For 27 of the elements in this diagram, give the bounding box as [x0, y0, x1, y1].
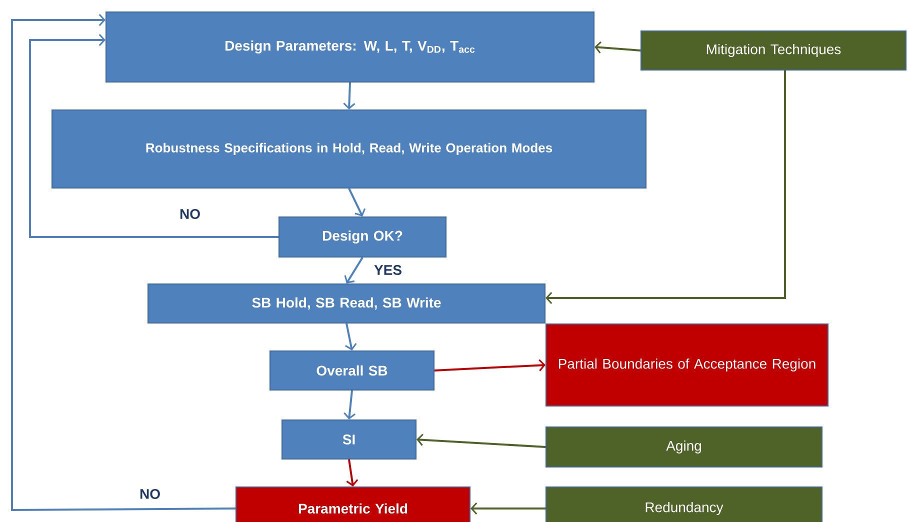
edge-label: YES	[373, 264, 404, 276]
arrow	[434, 359, 546, 372]
arrow	[343, 82, 356, 110]
process-box: Overall SB	[270, 350, 434, 390]
edge-label: NO	[178, 208, 202, 220]
edge-label: NO	[138, 488, 162, 500]
input-box: Mitigation Techniques	[640, 30, 906, 70]
arrow	[344, 256, 364, 284]
arrow	[470, 502, 546, 515]
arrow	[11, 14, 236, 511]
process-box: SB Hold, SB Read, SB Write	[148, 284, 546, 324]
arrow	[546, 70, 786, 304]
arrow	[346, 459, 358, 486]
output-box: Partial Boundaries of Acceptance Region	[546, 324, 828, 406]
result-box: Parametric Yield	[236, 486, 470, 522]
arrow	[594, 41, 641, 54]
process-box: SI	[282, 420, 416, 460]
input-box: Redundancy	[546, 486, 822, 522]
arrow	[416, 434, 546, 448]
input-box: Aging	[546, 426, 822, 468]
arrow	[345, 323, 357, 350]
process-box: Design Parameters: W, L, T, V$_{DD}$, T$_{acc}$	[106, 12, 594, 82]
decision-box: Design OK?	[278, 216, 446, 258]
arrow	[348, 188, 366, 216]
process-box: Robustness Specifications in Hold, Read, Write Operation Modes	[52, 110, 646, 188]
arrow	[29, 34, 278, 238]
arrow	[344, 390, 356, 420]
